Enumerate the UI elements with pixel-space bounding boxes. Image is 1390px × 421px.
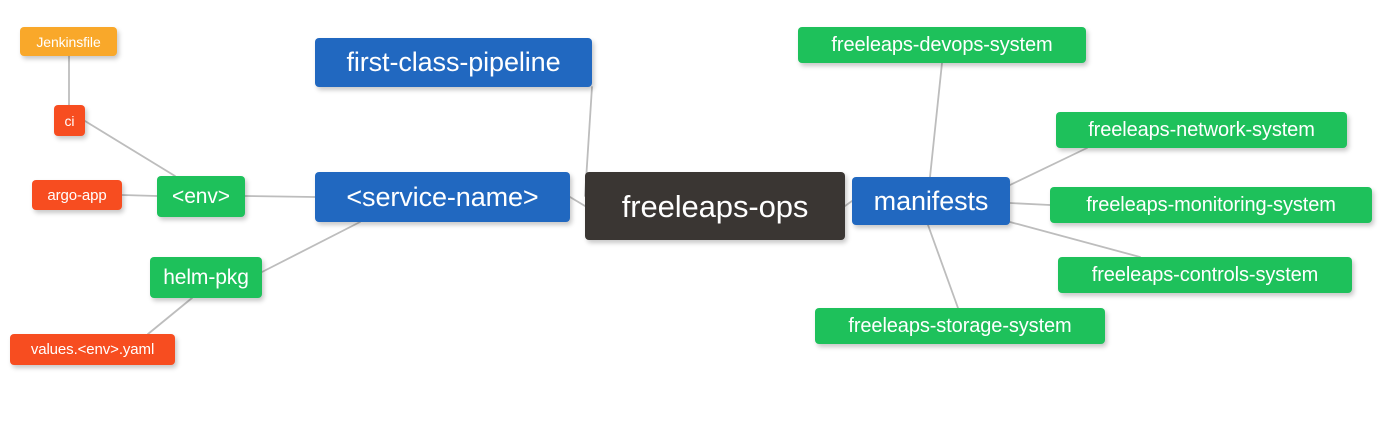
- node-service-name[interactable]: <service-name>: [315, 172, 570, 222]
- edge-helm-pkg-to-values-env-yaml: [147, 297, 193, 335]
- edge-freeleaps-ops-to-service-name: [569, 196, 586, 207]
- node-argo-app[interactable]: argo-app: [32, 180, 122, 210]
- node-env[interactable]: <env>: [157, 176, 245, 217]
- edge-manifests-to-freeleaps-monitoring-system: [1009, 202, 1051, 206]
- node-freeleaps-monitoring-system[interactable]: freeleaps-monitoring-system: [1050, 187, 1372, 223]
- edge-service-name-to-env: [244, 195, 316, 198]
- node-values-env-yaml[interactable]: values.<env>.yaml: [10, 334, 175, 365]
- edge-manifests-to-freeleaps-controls-system: [1009, 221, 1141, 258]
- node-first-class-pipeline[interactable]: first-class-pipeline: [315, 38, 592, 87]
- node-helm-pkg[interactable]: helm-pkg: [150, 257, 262, 298]
- node-ci[interactable]: ci: [54, 105, 85, 136]
- edge-env-to-argo-app: [121, 194, 158, 197]
- edge-env-to-ci: [84, 120, 176, 177]
- node-freeleaps-ops[interactable]: freeleaps-ops: [585, 172, 845, 240]
- edge-service-name-to-helm-pkg: [261, 221, 361, 273]
- node-freeleaps-devops-system[interactable]: freeleaps-devops-system: [798, 27, 1086, 63]
- node-freeleaps-controls-system[interactable]: freeleaps-controls-system: [1058, 257, 1352, 293]
- node-freeleaps-storage-system[interactable]: freeleaps-storage-system: [815, 308, 1105, 344]
- edge-freeleaps-ops-to-manifests: [844, 200, 853, 207]
- node-manifests[interactable]: manifests: [852, 177, 1010, 225]
- edge-manifests-to-freeleaps-network-system: [1009, 147, 1088, 186]
- node-jenkinsfile[interactable]: Jenkinsfile: [20, 27, 117, 56]
- node-freeleaps-network-system[interactable]: freeleaps-network-system: [1056, 112, 1347, 148]
- edge-manifests-to-freeleaps-devops-system: [929, 62, 943, 178]
- edge-manifests-to-freeleaps-storage-system: [927, 224, 959, 309]
